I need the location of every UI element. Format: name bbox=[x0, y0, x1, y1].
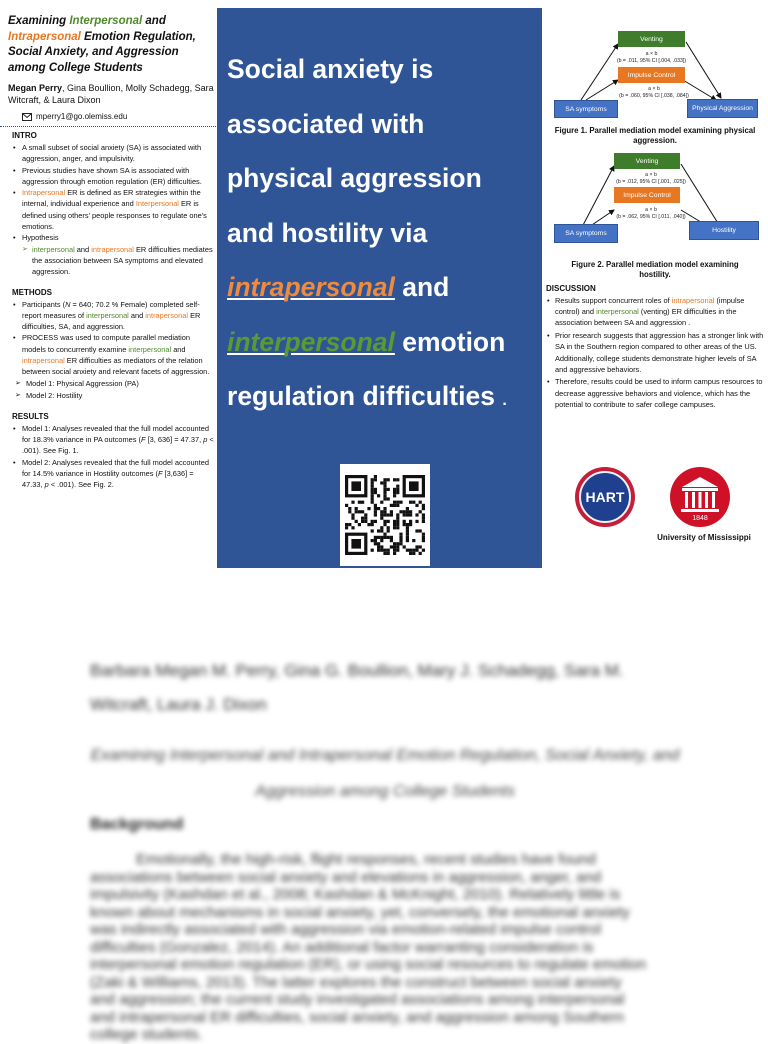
path-estimate: a × b(b = .060, 95% CI [.038, .084]) bbox=[619, 86, 689, 99]
results-list: Model 1: Analyses revealed that the full… bbox=[8, 423, 214, 491]
node-sa-symptoms: SA symptoms bbox=[554, 224, 618, 243]
node-venting: Venting bbox=[618, 31, 685, 47]
list-item: Therefore, results could be used to info… bbox=[547, 376, 764, 410]
model-item: Model 2: Hostility bbox=[15, 390, 214, 402]
node-venting: Venting bbox=[614, 153, 680, 169]
main-finding-panel: Social anxiety is associated with physic… bbox=[217, 8, 542, 568]
list-item: Results support concurrent roles of intr… bbox=[547, 295, 764, 329]
paper-title: Examining Interpersonal and Intrapersona… bbox=[90, 747, 680, 800]
main-finding-text: Social anxiety is associated with physic… bbox=[227, 54, 507, 411]
figure-1: Venting a × b(b = .011, 95% CI [.004, .0… bbox=[546, 10, 764, 126]
node-physical-aggression: Physical Aggression bbox=[687, 99, 758, 118]
list-item: Previous studies have shown SA is associ… bbox=[13, 165, 214, 188]
discussion-list: Results support concurrent roles of intr… bbox=[546, 295, 764, 410]
list-item: A small subset of social anxiety (SA) is… bbox=[13, 142, 214, 165]
intro-list: A small subset of social anxiety (SA) is… bbox=[8, 142, 214, 278]
intro-heading: INTRO bbox=[12, 131, 37, 140]
list-item: Participants (N = 640; 70.2 % Female) co… bbox=[13, 299, 214, 333]
author-list: Megan Perry, Gina Boullion, Molly Schade… bbox=[8, 83, 214, 105]
figure-1-arrows bbox=[580, 41, 722, 101]
paper-preview: Barbara Megan M. Perry, Gina G. Boullion… bbox=[0, 570, 768, 1043]
list-item: Model 1: Analyses revealed that the full… bbox=[13, 423, 214, 457]
section-divider bbox=[0, 126, 224, 127]
university-name: University of Mississippi bbox=[657, 533, 751, 542]
lyceum-icon: 1848 bbox=[681, 477, 719, 521]
svg-text:1848: 1848 bbox=[692, 515, 708, 521]
hypothesis-item: interpersonal and intrapersonal ER diffi… bbox=[22, 244, 214, 278]
path-estimate: a × b(b = .012, 95% CI [.001, .025]) bbox=[616, 172, 686, 185]
right-column: Venting a × b(b = .011, 95% CI [.004, .0… bbox=[546, 10, 764, 412]
path-estimate: a × b(b = .011, 95% CI [.004, .033]) bbox=[616, 51, 687, 64]
contact-email[interactable]: mperry1@go.olemiss.edu bbox=[8, 112, 214, 121]
list-item: Hypothesis interpersonal and intraperson… bbox=[13, 232, 214, 278]
paper-authors: Barbara Megan M. Perry, Gina G. Boullion… bbox=[90, 661, 624, 714]
methods-list: Participants (N = 640; 70.2 % Female) co… bbox=[8, 299, 214, 378]
university-seal-logo: 1848 bbox=[670, 467, 730, 527]
methods-heading: METHODS bbox=[12, 287, 52, 297]
node-hostility: Hostility bbox=[689, 221, 759, 240]
node-impulse-control: Impulse Control bbox=[618, 67, 685, 83]
figure-1-caption: Figure 1. Parallel mediation model exami… bbox=[554, 126, 756, 145]
path-estimate: a × b(b = .062, 95% CI [.011, .040]) bbox=[616, 207, 686, 220]
figure-2-caption: Figure 2. Parallel mediation model exami… bbox=[571, 260, 739, 279]
poster: Examining Interpersonal and Intrapersona… bbox=[0, 0, 768, 570]
envelope-icon bbox=[22, 112, 32, 121]
node-impulse-control: Impulse Control bbox=[614, 187, 680, 203]
qr-code-image bbox=[345, 475, 425, 555]
discussion-heading: DISCUSSION bbox=[546, 284, 596, 293]
list-item: Intrapersonal ER is defined as ER strate… bbox=[13, 187, 214, 232]
left-column: Examining Interpersonal and Intrapersona… bbox=[0, 14, 224, 491]
hart-lab-logo: HART bbox=[575, 467, 635, 527]
figure-2: Venting a × b(b = .012, 95% CI [.001, .0… bbox=[546, 150, 764, 260]
paper-background-heading: Background bbox=[90, 816, 184, 833]
models-list: Model 1: Physical Aggression (PA) Model … bbox=[8, 378, 214, 402]
list-item: Model 2: Analyses revealed that the full… bbox=[13, 457, 214, 491]
qr-code[interactable] bbox=[340, 464, 430, 566]
node-sa-symptoms: SA symptoms bbox=[554, 100, 618, 118]
discussion-section: DISCUSSION Results support concurrent ro… bbox=[546, 284, 764, 410]
model-item: Model 1: Physical Aggression (PA) bbox=[15, 378, 214, 390]
results-heading: RESULTS bbox=[12, 411, 49, 421]
list-item: PROCESS was used to compute parallel med… bbox=[13, 332, 214, 377]
poster-title: Examining Interpersonal and Intrapersona… bbox=[8, 15, 196, 74]
paper-body-text: Emotionally, the high-risk, flight respo… bbox=[90, 851, 647, 1043]
list-item: Prior research suggests that aggression … bbox=[547, 330, 764, 375]
logos: HART 1848 University of Mississippi bbox=[575, 467, 765, 547]
